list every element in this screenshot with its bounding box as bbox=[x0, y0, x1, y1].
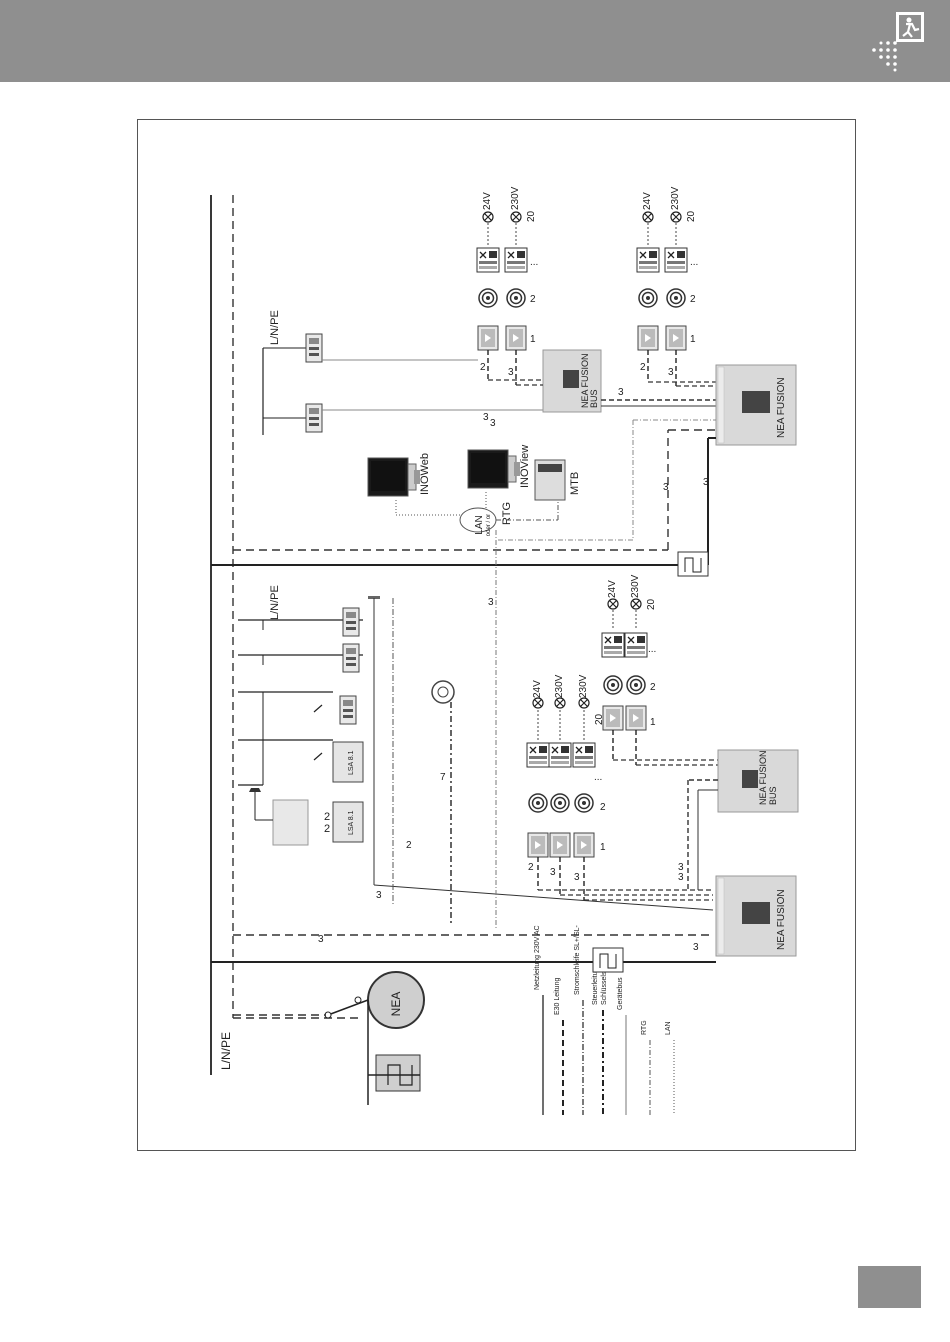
circuit-group-lower-left: 24V 230V 230V 20 ... 2 1 2 3 3 bbox=[526, 674, 713, 901]
lbl-3-e30: 3 bbox=[318, 934, 324, 945]
lbl-1-up2: 1 bbox=[690, 334, 696, 345]
lsa-label-2: LSA 8.1 bbox=[348, 810, 355, 835]
header-bar bbox=[0, 0, 950, 82]
lbl-3-sl1: 3 bbox=[550, 867, 556, 878]
lbl-230v-d: 230V bbox=[510, 186, 521, 210]
nea-fusion-lower: NEA FUSION bbox=[715, 875, 797, 957]
lbl-20-a: 20 bbox=[594, 713, 605, 725]
lbl-2-up1: 2 bbox=[530, 294, 536, 305]
legend-item-4: Steuerleitung bbox=[592, 964, 599, 1005]
lbl-2-row2: 2 bbox=[650, 682, 656, 693]
legend-item-5: Gerätebus bbox=[617, 977, 624, 1010]
lbl-2-up-sl: 2 bbox=[480, 362, 486, 373]
lbl-3-sl2: 3 bbox=[574, 872, 580, 883]
lbl-2-up2-sl: 2 bbox=[640, 362, 646, 373]
circuit-group-upper-right: 24V 230V 20 ... 2 1 2 3 bbox=[636, 186, 716, 387]
lbl-3-up-main1: 3 bbox=[663, 482, 669, 493]
lbl-3-up-sl: 3 bbox=[508, 367, 514, 378]
lnpe-label-upper: L/N/PE bbox=[269, 310, 281, 345]
legend-item-3: Stromschleife SL+/SL- bbox=[574, 924, 581, 995]
lbl-20-b: 20 bbox=[646, 598, 657, 610]
nea-fusion-lower-label: NEA FUSION bbox=[776, 889, 787, 950]
lbl-3-mid: 3 bbox=[488, 597, 494, 608]
mtb-label: MTB bbox=[569, 472, 581, 495]
inoview-label: INOView bbox=[519, 445, 531, 488]
page-number-box bbox=[858, 1266, 921, 1308]
lbl-3-bus1: 3 bbox=[678, 862, 684, 873]
label-2a: 2 bbox=[324, 811, 330, 823]
nea-fusion-bus-lower-2: BUS bbox=[768, 786, 778, 805]
lnpe-label-lower: L/N/PE bbox=[269, 585, 281, 620]
wiring-diagram-frame: NEA L/N/PE Netzleitung 230V AC E30 Leitu… bbox=[137, 119, 856, 1151]
lbl-3-up-main2: 3 bbox=[703, 477, 709, 488]
lbl-20-c: 20 bbox=[526, 210, 537, 222]
lan-label: LAN bbox=[474, 515, 485, 534]
lbl-230v-c: 230V bbox=[630, 574, 641, 598]
lbl-dots-b: ... bbox=[648, 644, 656, 655]
lbl-230v-e: 230V bbox=[670, 186, 681, 210]
legend-item-6: RTG bbox=[641, 1020, 648, 1035]
lbl-dots-a: ... bbox=[594, 772, 602, 783]
legend-item-2: E30 Leitung bbox=[554, 978, 561, 1015]
legend-item-1: Netzleitung 230V AC bbox=[534, 925, 541, 990]
nea-label: NEA bbox=[389, 992, 403, 1017]
nea-fusion-upper-label: NEA FUSION bbox=[776, 377, 787, 438]
rtg-label: RTG bbox=[501, 502, 513, 525]
legend-item-4b: Schlüsselschalter bbox=[601, 950, 608, 1005]
lbl-3-up-a: 3 bbox=[483, 412, 489, 423]
wiring-diagram: NEA L/N/PE Netzleitung 230V AC E30 Leitu… bbox=[210, 186, 799, 1115]
lbl-1-row: 1 bbox=[600, 842, 606, 853]
lbl-24v-b: 24V bbox=[607, 580, 618, 598]
lbl-24v-c: 24V bbox=[482, 192, 493, 210]
inoweb-label: INOWeb bbox=[419, 453, 431, 495]
label-2b: 2 bbox=[324, 823, 330, 835]
lbl-230v-b: 230V bbox=[578, 674, 589, 698]
lbl-dots-c: ... bbox=[530, 257, 538, 268]
label-2c: 2 bbox=[406, 840, 412, 851]
lbl-3-up-c: 3 bbox=[618, 387, 624, 398]
legend-item-7: LAN bbox=[665, 1021, 672, 1035]
nea-fusion-bus-upper-1: NEA FUSION bbox=[580, 353, 590, 408]
label-3a: 3 bbox=[376, 890, 382, 901]
lan-cluster: INOWeb INOView MTB LAN oder / or RTG bbox=[367, 445, 581, 930]
lbl-3-up-b: 3 bbox=[490, 418, 496, 429]
lbl-20-d: 20 bbox=[686, 210, 697, 222]
lbl-2-sl: 2 bbox=[528, 862, 534, 873]
nea-fusion-bus-upper-2: BUS bbox=[589, 389, 599, 408]
lan-sub-label: oder / or bbox=[486, 514, 492, 536]
lbl-2-up2: 2 bbox=[690, 294, 696, 305]
nea-fusion-upper: NEA FUSION bbox=[715, 364, 797, 446]
lbl-1-row2: 1 bbox=[650, 717, 656, 728]
circuit-group-lower-right: 24V 230V 20 ... 2 1 bbox=[601, 574, 718, 766]
lbl-3-main-lower: 3 bbox=[693, 942, 699, 953]
lbl-24v-a: 24V bbox=[532, 680, 543, 698]
lsa-label-1: LSA 8.1 bbox=[348, 750, 355, 775]
nea-fusion-bus-lower-1: NEA FUSION bbox=[758, 750, 768, 805]
lbl-24v-d: 24V bbox=[642, 192, 653, 210]
label-7: 7 bbox=[440, 772, 446, 783]
lbl-3-bus2: 3 bbox=[678, 872, 684, 883]
circuit-group-upper-left: 24V 230V 20 ... 2 1 2 3 bbox=[476, 186, 538, 385]
lbl-1-up1: 1 bbox=[530, 334, 536, 345]
lnpe-label-nea: L/N/PE bbox=[219, 1032, 233, 1070]
emergency-exit-icon bbox=[872, 12, 924, 72]
lbl-3-up2-sl: 3 bbox=[668, 367, 674, 378]
legend: Netzleitung 230V AC E30 Leitung Stromsch… bbox=[534, 924, 675, 1115]
lbl-dots-d: ... bbox=[690, 257, 698, 268]
lbl-2-row: 2 bbox=[600, 802, 606, 813]
lbl-230v-a: 230V bbox=[554, 674, 565, 698]
